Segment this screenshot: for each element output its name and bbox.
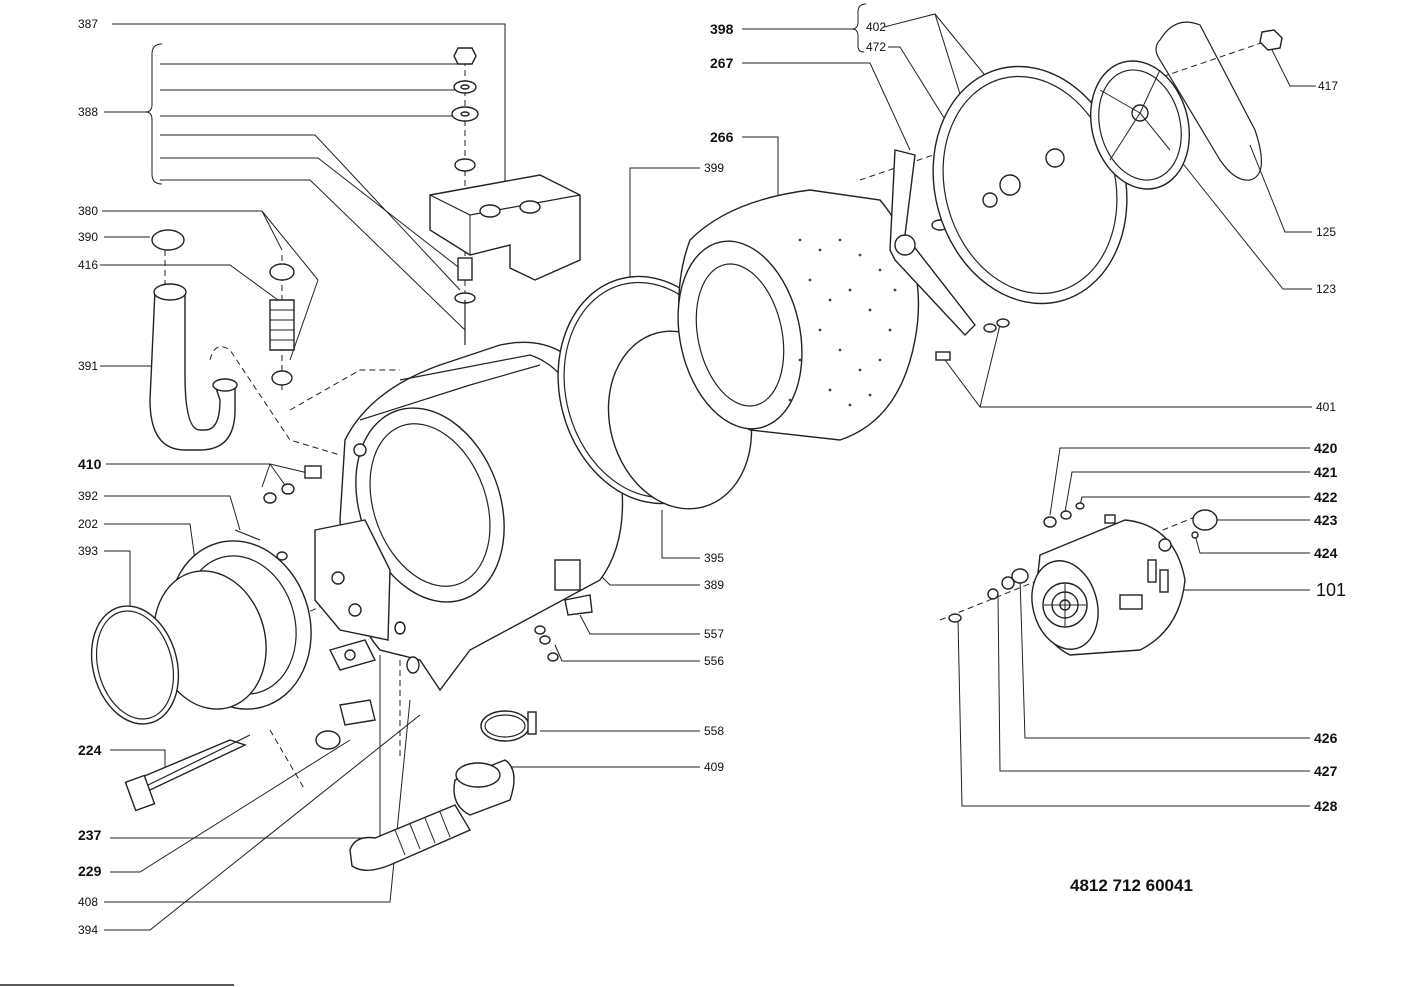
label-388: 388 bbox=[78, 105, 99, 119]
label-556: 556 bbox=[704, 654, 725, 668]
label-399: 399 bbox=[704, 161, 725, 175]
label-125: 125 bbox=[1316, 225, 1337, 239]
label-422: 422 bbox=[1314, 489, 1338, 505]
label-395: 395 bbox=[704, 551, 725, 565]
label-557: 557 bbox=[704, 627, 725, 641]
label-398: 398 bbox=[710, 21, 734, 37]
label-390: 390 bbox=[78, 230, 99, 244]
label-267: 267 bbox=[710, 55, 734, 71]
label-393: 393 bbox=[78, 544, 99, 558]
label-389: 389 bbox=[704, 578, 725, 592]
label-202: 202 bbox=[78, 517, 99, 531]
label-394: 394 bbox=[78, 923, 99, 937]
label-421: 421 bbox=[1314, 464, 1338, 480]
label-266: 266 bbox=[710, 129, 734, 145]
label-401: 401 bbox=[1316, 400, 1337, 414]
label-392: 392 bbox=[78, 489, 99, 503]
label-229: 229 bbox=[78, 863, 102, 879]
label-416: 416 bbox=[78, 258, 99, 272]
label-426: 426 bbox=[1314, 730, 1338, 746]
label-424: 424 bbox=[1314, 545, 1338, 561]
label-409: 409 bbox=[704, 760, 725, 774]
label-237: 237 bbox=[78, 827, 102, 843]
label-428: 428 bbox=[1314, 798, 1338, 814]
label-417: 417 bbox=[1318, 79, 1339, 93]
parts-artwork bbox=[90, 21, 1283, 871]
document-number: 4812 712 60041 bbox=[1070, 876, 1193, 895]
label-472: 472 bbox=[866, 40, 887, 54]
label-427: 427 bbox=[1314, 763, 1338, 779]
label-420: 420 bbox=[1314, 440, 1338, 456]
label-224: 224 bbox=[78, 742, 102, 758]
label-408: 408 bbox=[78, 895, 99, 909]
label-123: 123 bbox=[1316, 282, 1337, 296]
label-387: 387 bbox=[78, 17, 99, 31]
label-391: 391 bbox=[78, 359, 99, 373]
label-558: 558 bbox=[704, 724, 725, 738]
label-423: 423 bbox=[1314, 512, 1338, 528]
label-410: 410 bbox=[78, 456, 102, 472]
label-101: 101 bbox=[1316, 580, 1347, 600]
label-380: 380 bbox=[78, 204, 99, 218]
label-402: 402 bbox=[866, 20, 887, 34]
